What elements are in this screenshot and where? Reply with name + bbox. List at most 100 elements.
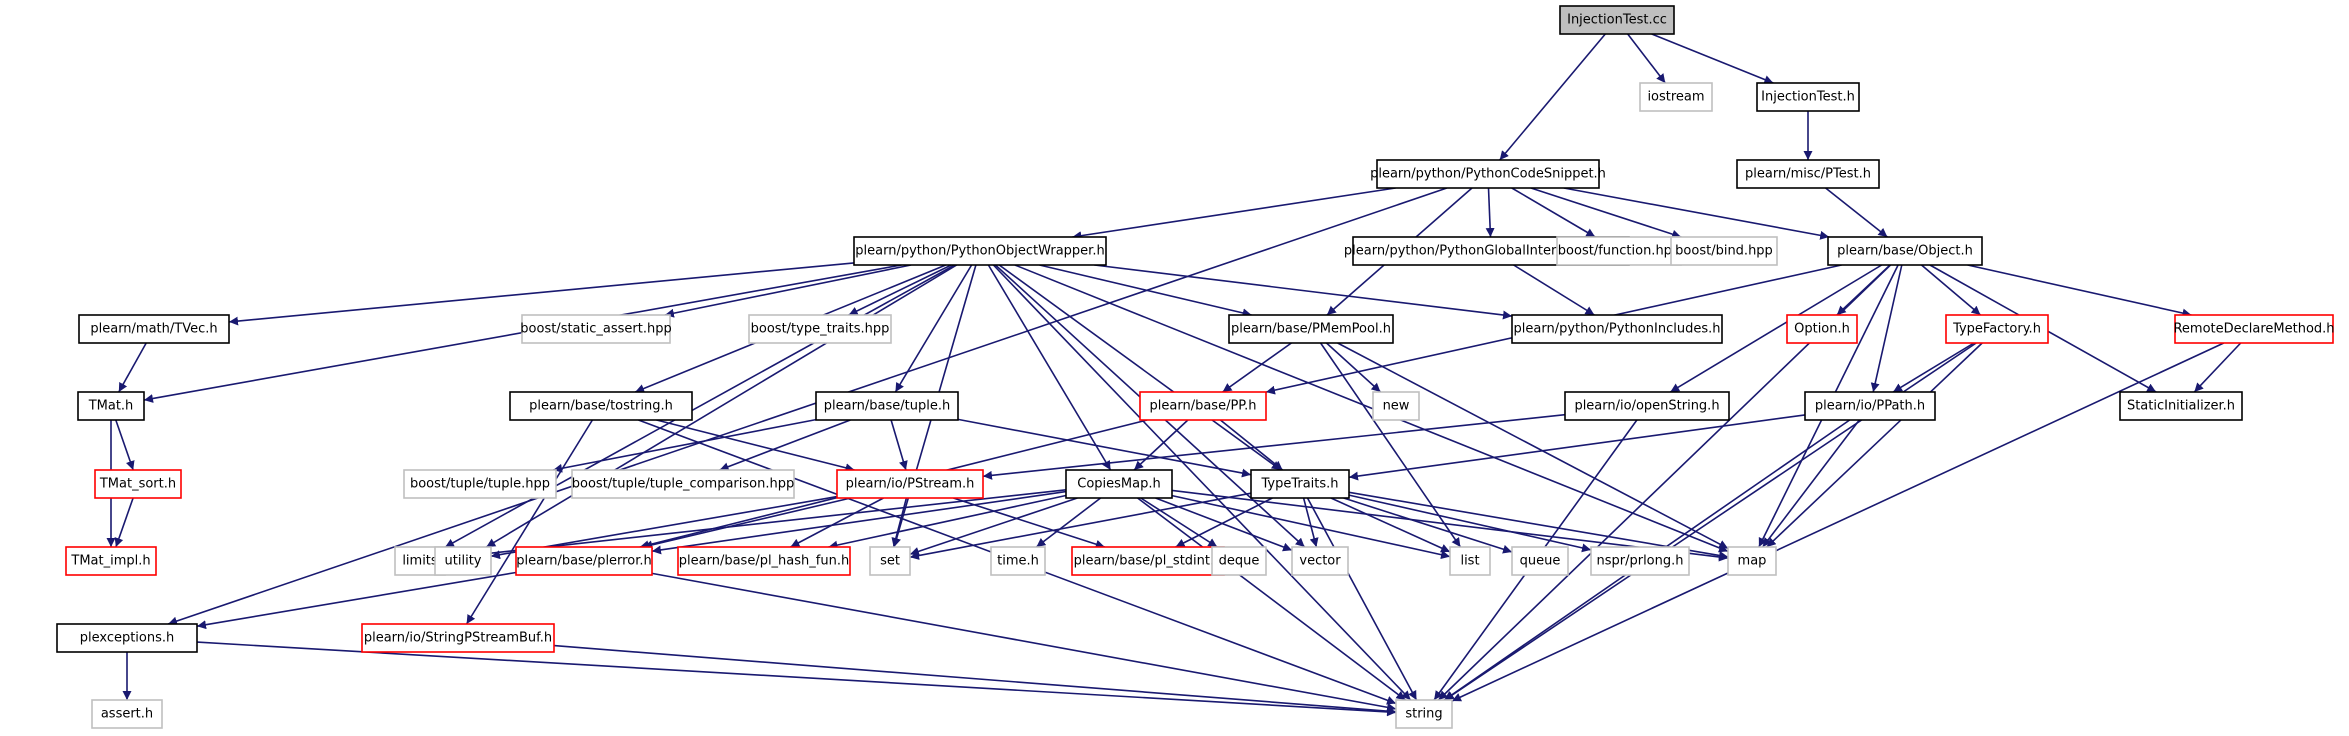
node-iostream: iostream [1639,82,1713,112]
edge-tuple-to-boost_tuple [552,418,817,473]
edge-TypeTraits-to-set [909,492,1252,560]
edge-CopiesMap-to-string [1137,497,1406,701]
node-Option[interactable]: Option.h [1786,314,1858,344]
node-label: TypeTraits.h [1260,477,1338,492]
node-vector: vector [1291,546,1349,576]
edge-TMat-to-TMat_sort [115,419,135,471]
node-label: utility [445,554,482,569]
node-TypeFactory[interactable]: TypeFactory.h [1945,314,2049,344]
edge-PythonObjectWrapper-to-CopiesMap [987,264,1112,471]
node-box [361,623,555,653]
node-PPath[interactable]: plearn/io/PPath.h [1804,391,1936,421]
edge-PythonObjectWrapper-to-boost_type_traits [848,264,952,316]
edge-PythonObjectWrapper-to-limits [444,264,956,548]
node-PMemPool[interactable]: plearn/base/PMemPool.h [1228,314,1394,344]
node-tuple[interactable]: plearn/base/tuple.h [815,391,959,421]
node-TMat_sort[interactable]: TMat_sort.h [94,469,182,499]
edge-PythonObjectWrapper-to-PythonIncludes [1094,264,1513,320]
edge-TMat_sort-to-TMat_impl [114,497,134,548]
node-layer: InjectionTest.cc iostream InjectionTest.h p… [56,5,2335,729]
edge-PStream-to-set [891,497,908,548]
node-tostring[interactable]: plearn/base/tostring.h [509,391,693,421]
node-label: plearn/base/PP.h [1150,399,1257,414]
node-PP[interactable]: plearn/base/PP.h [1139,391,1267,421]
edge-openString-to-PStream [982,413,1566,480]
edge-tuple-to-TypeTraits [957,418,1252,478]
node-PStream[interactable]: plearn/io/PStream.h [836,469,984,499]
edge-tuple-to-boost_tuple_comp [719,419,851,471]
node-RemoteDeclareMethod[interactable]: RemoteDeclareMethod.h [2173,314,2335,344]
node-label: set [880,554,900,569]
edge-CopiesMap-to-pl_hash_fun [828,494,1067,550]
edge-TypeTraits-to-list [1330,497,1451,553]
node-label: time.h [997,554,1039,569]
node-PythonObjectWrapper[interactable]: plearn/python/PythonObjectWrapper.h [853,236,1107,266]
edge-CopiesMap-to-set [909,497,1078,556]
edge-Object-to-PPath [1870,264,1903,393]
edge-PythonObjectWrapper-to-TVec [228,262,855,326]
node-time_h: time.h [990,546,1046,576]
node-label: plearn/base/pl_hash_fun.h [679,554,849,569]
edge-tuple-to-PStream [890,419,908,471]
node-box [1736,159,1880,189]
edge-PythonCodeSnippet-to-boost_function [1511,187,1596,238]
node-StringPStreamBuf[interactable]: plearn/io/StringPStreamBuf.h [361,623,555,653]
edge-PPath-to-map [1762,419,1860,548]
node-label: boost/type_traits.hpp [751,322,890,337]
node-TMat_impl[interactable]: TMat_impl.h [65,546,157,576]
edge-Object-to-TypeFactory [1920,264,1982,316]
edge-InjectionTest_cc-to-InjectionTest_h [1651,33,1774,84]
edge-CopiesMap-to-plerror [651,490,1067,555]
node-CopiesMap[interactable]: CopiesMap.h [1065,469,1173,499]
edge-PythonObjectWrapper-to-boost_static_assert [664,264,912,318]
node-openString[interactable]: plearn/io/openString.h [1564,391,1730,421]
edge-PythonObjectWrapper-to-tuple [894,264,973,393]
edge-StringPStreamBuf-to-string [553,644,1397,716]
edge-InjectionTest_cc-to-iostream [1627,33,1666,84]
node-label: boost/function.hpp [1558,244,1680,259]
node-plerror[interactable]: plearn/base/plerror.h [515,546,653,576]
edge-PP-to-CopiesMap [1133,419,1189,471]
edge-PTest-to-Object [1825,187,1888,238]
node-box [748,314,892,344]
node-TypeTraits[interactable]: TypeTraits.h [1250,469,1350,499]
node-box [2174,314,2334,344]
node-label: plearn/io/openString.h [1574,399,1719,414]
edge-PythonCodeSnippet-to-Object [1563,187,1830,240]
node-TVec[interactable]: plearn/math/TVec.h [78,314,230,344]
node-box [56,623,198,653]
node-InjectionTest_h[interactable]: InjectionTest.h [1756,82,1860,112]
node-boost_bind: boost/bind.hpp [1670,236,1778,266]
node-boost_tuple_comp: boost/tuple/tuple_comparison.hpp [571,469,795,499]
node-label: InjectionTest.cc [1567,13,1667,28]
node-pl_hash_fun[interactable]: plearn/base/pl_hash_fun.h [677,546,851,576]
node-label: Option.h [1794,322,1850,337]
node-boost_function: boost/function.hpp [1556,236,1682,266]
node-Object[interactable]: plearn/base/Object.h [1827,236,1983,266]
node-box [1211,546,1267,576]
node-PythonCodeSnippet[interactable]: plearn/python/PythonCodeSnippet.h [1370,159,1606,189]
node-StaticInitializer[interactable]: StaticInitializer.h [2119,391,2243,421]
node-box [571,469,795,499]
node-label: StaticInitializer.h [2127,399,2235,414]
node-plexceptions[interactable]: plexceptions.h [56,623,198,653]
edge-PMemPool-to-map [1337,342,1729,550]
edge-PythonGIL-to-PythonIncludes [1513,264,1595,316]
edge-plerror-to-plexceptions [196,571,517,630]
node-box [1945,314,2049,344]
node-boost_static_assert: boost/static_assert.hpp [520,314,672,344]
node-box [521,314,671,344]
edge-TypeTraits-to-pl_stdint [1175,497,1273,548]
node-box [94,469,182,499]
edge-CopiesMap-to-time_h [1035,497,1102,548]
node-pl_stdint[interactable]: plearn/base/pl_stdint.h [1071,546,1225,576]
node-label: assert.h [101,707,153,722]
node-TMat[interactable]: TMat.h [77,391,145,421]
node-PythonIncludes[interactable]: plearn/python/PythonIncludes.h [1511,314,1723,344]
edge-PPath-to-TypeTraits [1348,414,1806,481]
edge-PythonCodeSnippet-to-PythonGIL [1485,187,1495,238]
node-label: vector [1299,554,1341,569]
node-InjectionTest_cc[interactable]: InjectionTest.cc [1559,5,1675,35]
node-PTest[interactable]: plearn/misc/PTest.h [1736,159,1880,189]
